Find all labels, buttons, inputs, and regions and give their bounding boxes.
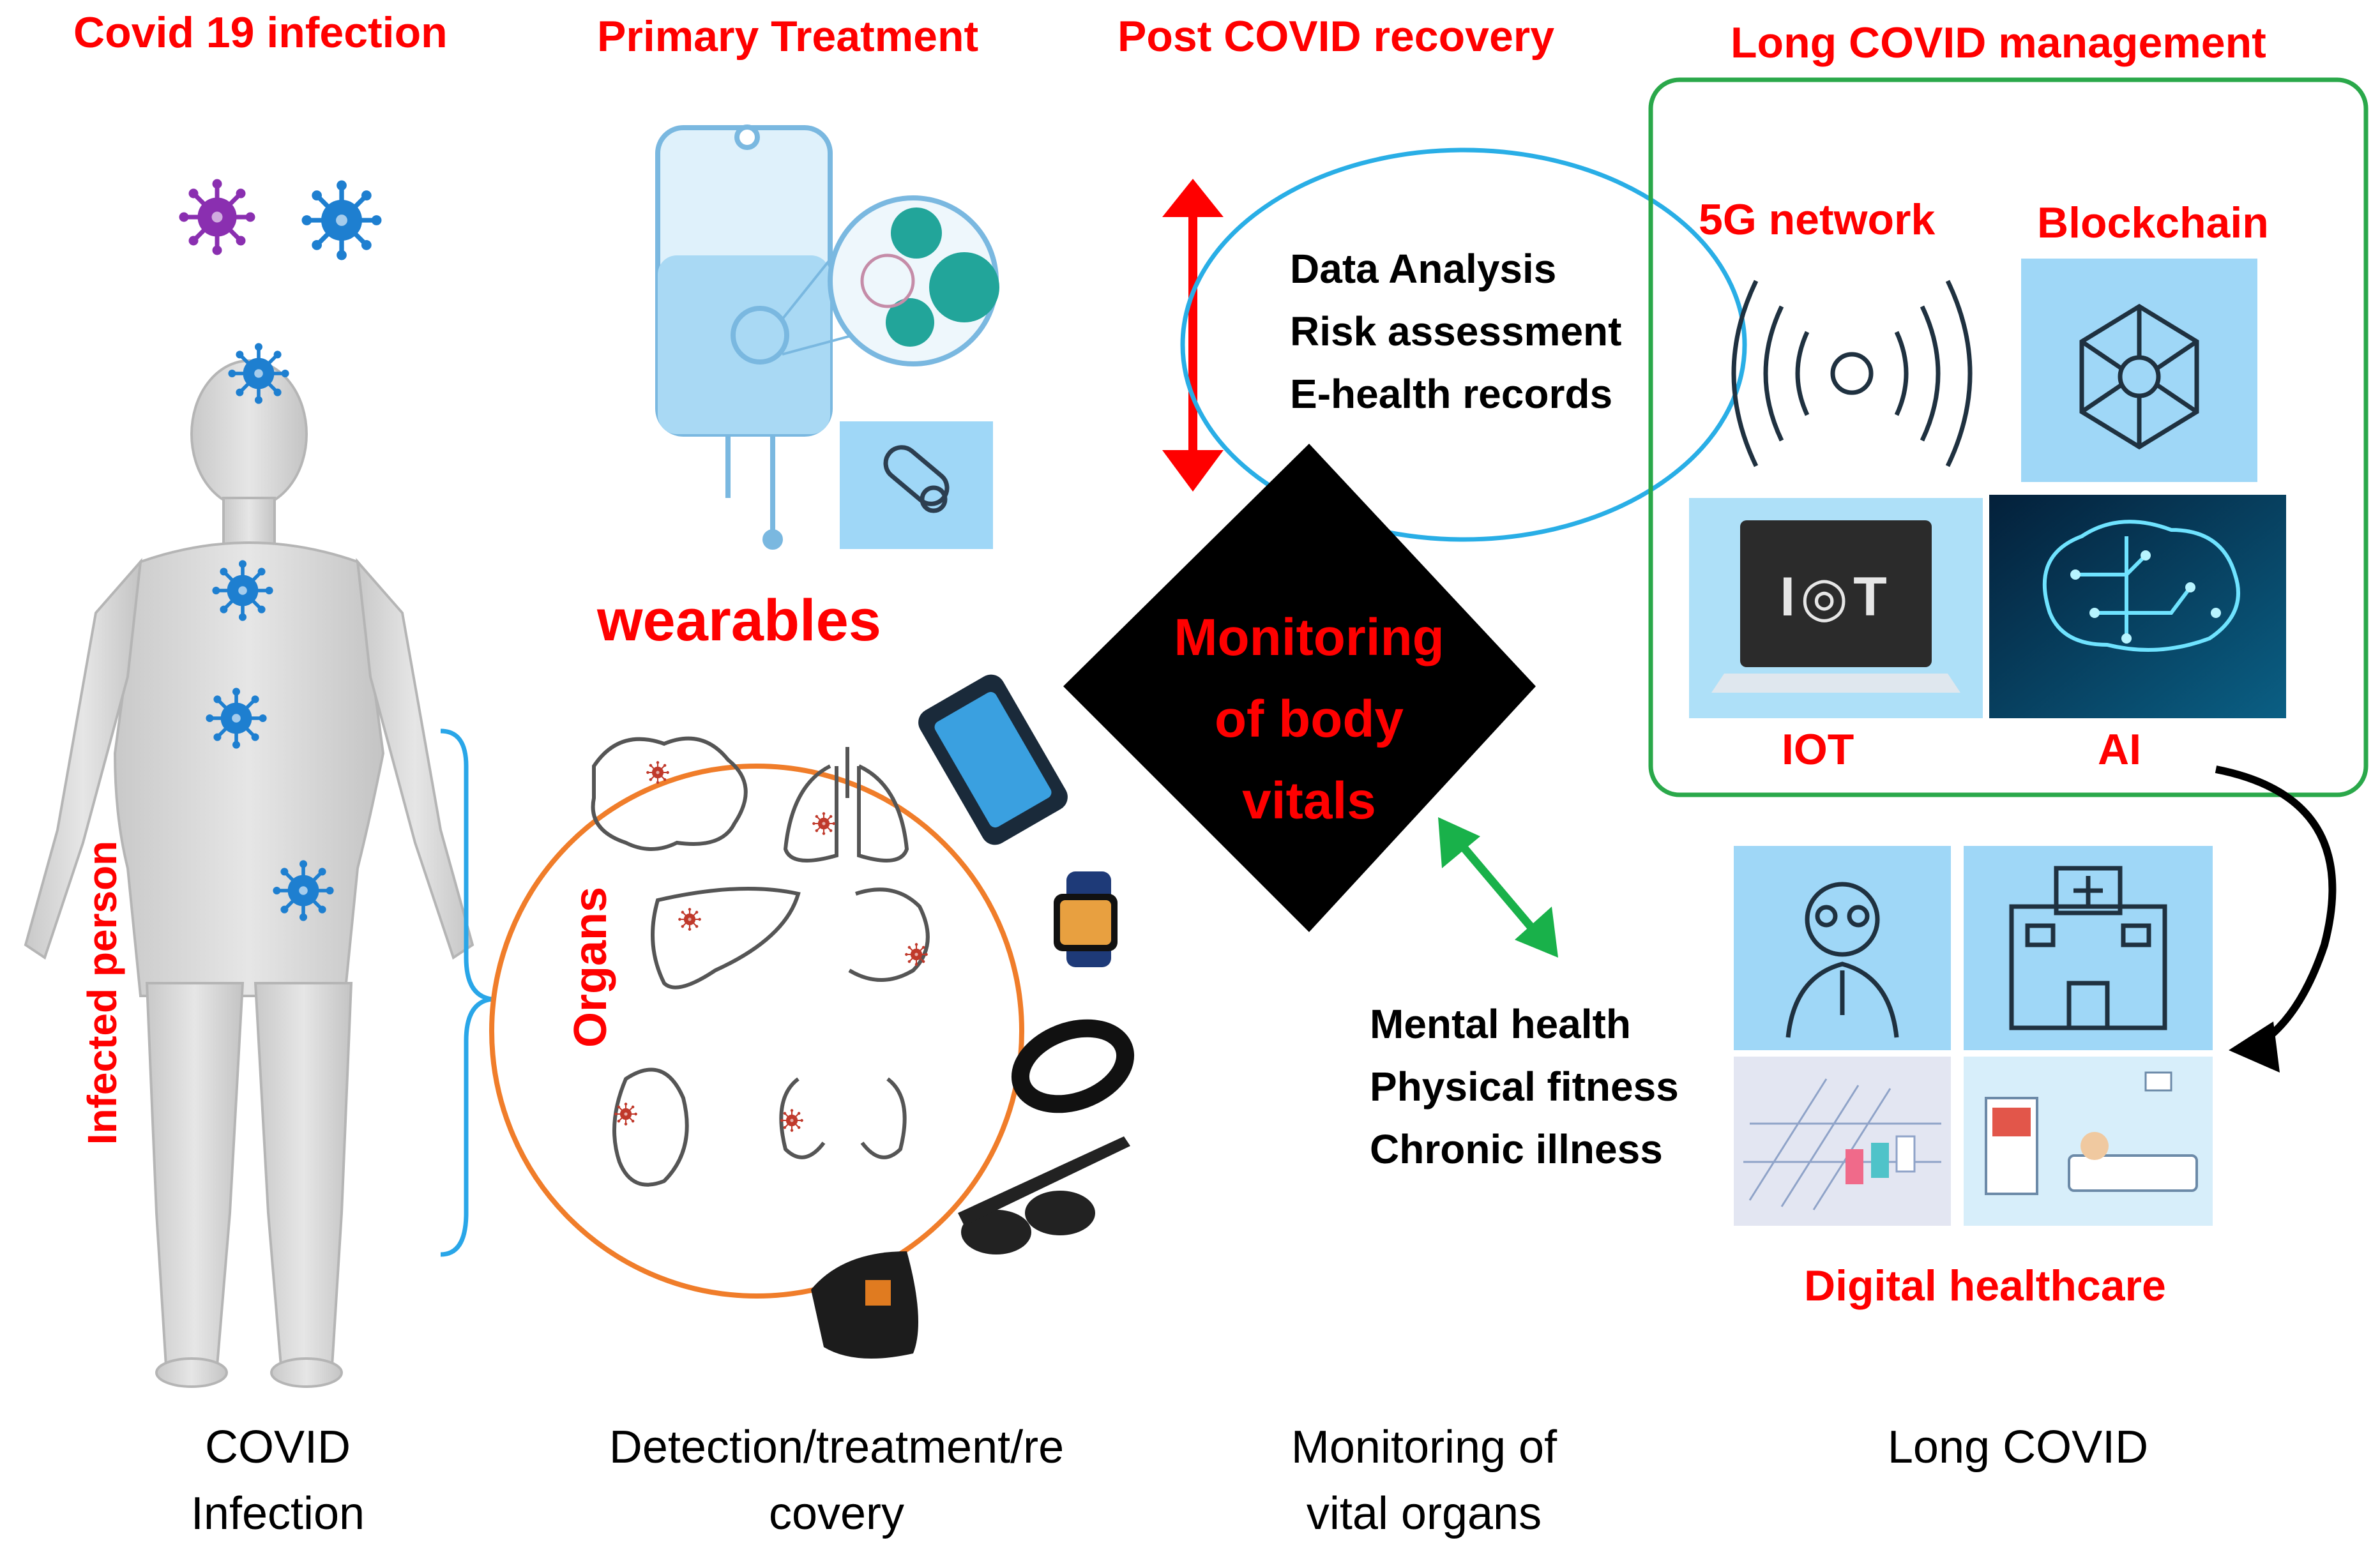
network-5g-label: 5G network [1699,195,1936,244]
brain-icon [591,736,748,851]
analysis-item: Data Analysis [1290,246,1557,292]
wellness-item: Physical fitness [1370,1064,1679,1110]
hospital-icon [2009,866,2167,1030]
smart-glasses-icon [958,1136,1130,1254]
organs-label: Organs [565,886,616,1048]
curved-arrow [2215,765,2337,1073]
smartwatch-icon [1054,871,1118,967]
patient-room-icon [1985,1071,2198,1195]
virus-icon-purple [179,179,255,255]
iv-bag-icon [655,124,999,550]
iot-screen-text: I◎T [1780,566,1892,628]
monitoring-line-2: of body [1214,690,1404,748]
monitoring-line-3: vitals [1242,772,1376,830]
caption-monitoring-vital-organs: Monitoring of vital organs [1201,1414,1648,1547]
analysis-list: Data Analysis Risk assessment E-health r… [1290,237,1621,425]
kidneys-icon [779,1077,907,1159]
stage-title-covid-infection: Covid 19 infection [73,8,448,57]
caption-line: Detection/treatment/re [609,1422,1065,1473]
laptop-screen [1740,520,1932,667]
stage-title-post-covid-recovery: Post COVID recovery [1118,12,1555,61]
wearables-title: wearables [597,588,881,653]
blockchain-label: Blockchain [2037,199,2269,247]
ai-label: AI [2098,725,2141,774]
lab-tile [1734,1057,1951,1226]
bracket-shape [440,728,492,1257]
caption-line: vital organs [1306,1488,1542,1539]
monitoring-body-vitals-text: Monitoring of body vitals [1086,597,1533,842]
virus-icon [213,561,273,621]
stomach-icon [848,887,930,982]
tech-box [1648,77,2369,797]
iot-label: IOT [1782,725,1854,774]
virus-icon-red [646,760,670,785]
doctor-tile [1734,846,1951,1050]
caption-line: COVID [204,1422,351,1473]
digital-healthcare-label: Digital healthcare [1804,1262,2166,1310]
wellness-item: Chronic illness [1370,1126,1663,1172]
virus-icon-red [678,907,702,931]
stage-title-long-covid-management: Long COVID management [1731,19,2266,67]
virus-icon [302,181,381,260]
capsule-tile [840,421,993,549]
chest-strap-icon [811,1251,918,1359]
analysis-item: Risk assessment [1290,308,1622,354]
virus-icon-red [812,811,836,836]
virus-icon [229,343,289,403]
ai-brain-icon [2042,520,2240,652]
capsule-gear-icon [883,445,950,513]
organ-icons [591,736,930,1187]
caption-line: Monitoring of [1291,1422,1558,1473]
caption-line: covery [768,1488,905,1539]
caption-detection-treatment: Detection/treatment/re covery [549,1414,1124,1547]
virus-icon-red [904,942,929,967]
doctor-icon [1785,882,1899,1038]
smartphone-icon [918,674,1068,845]
heart-icon [612,1067,689,1187]
red-double-arrow [1162,179,1224,492]
stage-title-primary-treatment: Primary Treatment [597,12,979,61]
virus-icon-red [780,1108,804,1133]
wellness-list: Mental health Physical fitness Chronic i… [1370,993,1679,1180]
monitoring-diamond [1063,444,1536,932]
signal-5g-icon [1731,280,1973,467]
virus-icon-red [614,1102,638,1126]
caption-line: Infection [190,1488,365,1539]
monitoring-line-1: Monitoring [1174,608,1444,667]
caption-covid-infection: COVID Infection [150,1414,406,1547]
analysis-item: E-health records [1290,371,1613,417]
organs-circle [489,764,1024,1299]
caption-line: Long COVID [1887,1422,2149,1473]
liver-icon [651,887,801,990]
lungs-icon [783,747,909,863]
laptop-base [1711,674,1960,693]
lab-test-tubes-icon [1743,1078,1941,1210]
ai-tile [1989,495,2286,718]
green-double-arrow [1438,817,1558,958]
virus-icon [206,688,266,748]
blockchain-icon [2079,303,2199,450]
infected-person-label: Infected person [79,840,125,1145]
smart-ring-icon [1011,1019,1135,1113]
virus-icon [273,861,333,921]
wellness-item: Mental health [1370,1001,1631,1047]
caption-long-covid: Long COVID [1826,1414,2209,1480]
analysis-ellipse [1180,147,1747,542]
